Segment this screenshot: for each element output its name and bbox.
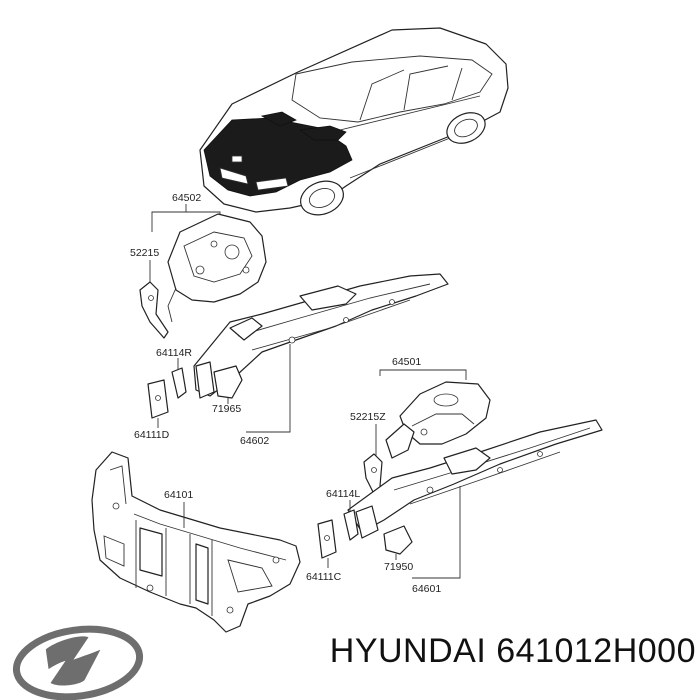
part-group-52215 (139, 260, 169, 339)
brand-part-number: HYUNDAI 641012H000 (296, 632, 696, 692)
callout-64601: 64601 (412, 583, 441, 595)
part-group-71950 (383, 525, 413, 560)
part-group-64101 (91, 451, 301, 633)
callout-64502: 64502 (172, 192, 201, 204)
part-group-64114R (171, 358, 187, 399)
callout-64114L: 64114L (326, 488, 360, 500)
callout-71950: 71950 (384, 561, 413, 573)
car-illustration (199, 27, 509, 216)
callout-64101: 64101 (164, 489, 193, 501)
callout-64111D: 64111D (134, 429, 170, 441)
part-group-64501 (379, 369, 491, 459)
part-group-64502 (151, 204, 267, 323)
part-group-64601 (347, 419, 603, 579)
callout-52215Z: 52215Z (350, 411, 386, 423)
hyundai-logo-icon (12, 625, 144, 700)
callout-52215: 52215 (130, 247, 159, 259)
part-group-64111D (147, 379, 169, 428)
part-group-64111C (317, 519, 337, 568)
callout-64114R: 64114R (156, 347, 192, 359)
callout-64111C: 64111C (306, 571, 342, 583)
part-group-71965 (213, 365, 243, 404)
callout-71965: 71965 (212, 403, 241, 415)
part-group-64602 (193, 273, 449, 433)
callout-64501: 64501 (392, 356, 421, 368)
brand-name: HYUNDAI (329, 632, 487, 670)
callout-64602: 64602 (240, 435, 269, 447)
part-number: 641012H000 (496, 632, 696, 670)
part-group-64114L (343, 500, 359, 541)
